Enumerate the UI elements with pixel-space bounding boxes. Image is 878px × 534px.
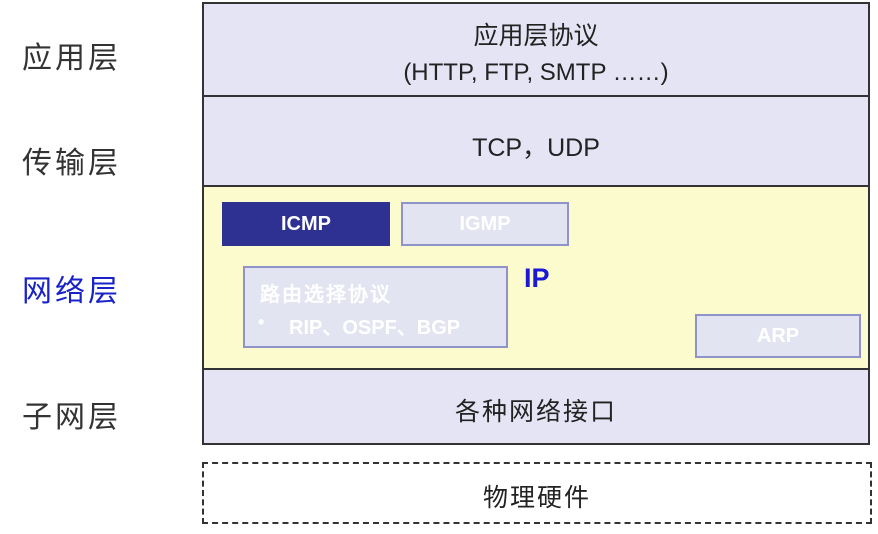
subnet-layer-title: 各种网络接口 xyxy=(454,397,617,426)
arp-box: ARP xyxy=(695,314,861,358)
label-subnet-layer: 子网层 xyxy=(22,400,121,435)
physical-hardware-box: 物理硬件 xyxy=(202,462,872,524)
physical-hardware-title: 物理硬件 xyxy=(482,483,591,512)
application-layer-title: 应用层协议 xyxy=(473,21,599,50)
label-application-layer: 应用层 xyxy=(22,41,121,76)
routing-bullet: • xyxy=(258,312,265,332)
network-layer-box: ICMP IGMP IP 路由选择协议 • RIP、OSPF、BGP ARP xyxy=(202,185,870,370)
transport-protocols: TCP，UDP xyxy=(472,134,600,162)
transport-layer-box: TCP，UDP xyxy=(202,95,870,187)
label-network-layer: 网络层 xyxy=(22,274,121,309)
application-protocols: (HTTP, FTP, SMTP ……) xyxy=(403,59,669,86)
icmp-box: ICMP xyxy=(222,202,390,246)
routing-protocols-box: 路由选择协议 • RIP、OSPF、BGP xyxy=(243,266,508,348)
subnet-layer-box: 各种网络接口 xyxy=(202,368,870,445)
label-transport-layer: 传输层 xyxy=(22,146,121,181)
routing-title: 路由选择协议 xyxy=(260,282,392,306)
igmp-box: IGMP xyxy=(401,202,569,246)
application-layer-box: 应用层协议 (HTTP, FTP, SMTP ……) xyxy=(202,2,870,97)
ip-label: IP xyxy=(524,263,550,293)
routing-protocols-list: RIP、OSPF、BGP xyxy=(289,317,461,339)
